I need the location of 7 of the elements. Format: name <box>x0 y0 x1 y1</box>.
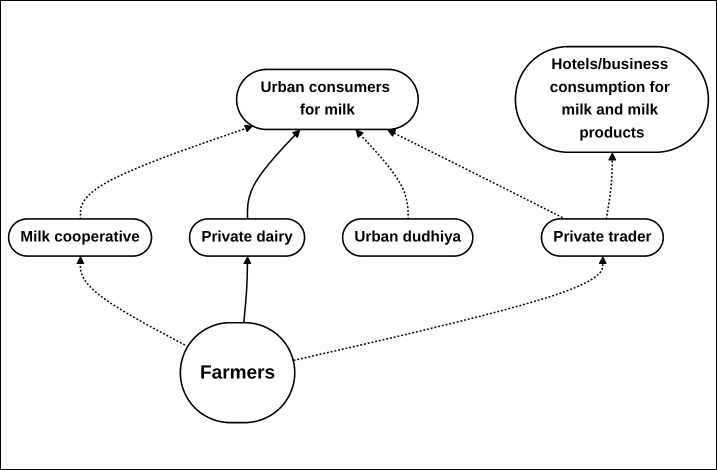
arrow <box>242 256 252 324</box>
arrow <box>76 256 189 348</box>
arrow <box>293 256 607 362</box>
arrow <box>606 152 616 220</box>
arrow <box>355 130 409 220</box>
arrow <box>246 130 300 220</box>
arrow <box>80 125 253 220</box>
